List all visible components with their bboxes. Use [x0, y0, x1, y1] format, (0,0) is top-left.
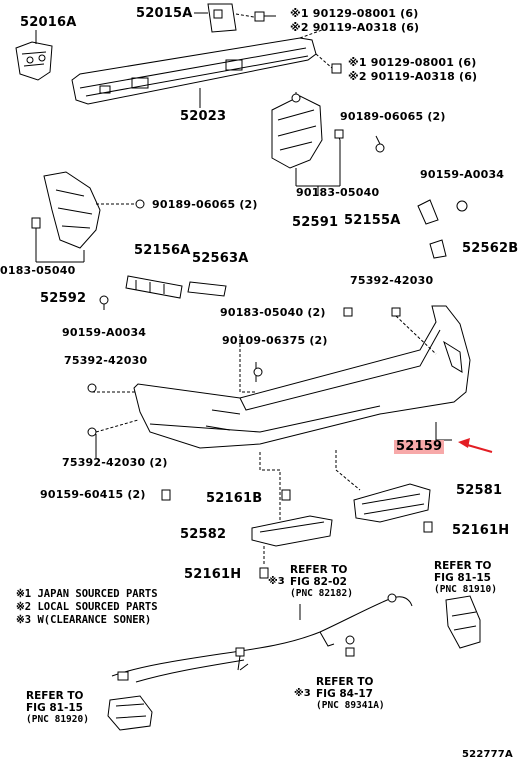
refer-to-fig-82-02: ※3 REFER TO FIG 82-02 (PNC 82182)	[268, 564, 353, 600]
label-75392-bottom: 75392-42030 (2)	[62, 456, 168, 469]
label-52591: 52591	[292, 215, 339, 230]
bracket-52592	[43, 171, 101, 249]
bracket-52016a	[15, 41, 53, 81]
label-52016a: 52016A	[20, 15, 77, 30]
label-52156a: 52156A	[134, 243, 191, 258]
refer-to-text: REFER TO	[290, 564, 348, 576]
clip-90189-right	[291, 93, 301, 103]
bolt-beam	[331, 63, 342, 74]
label-52161b: 52161B	[206, 491, 263, 506]
note-local-sourced: ※2 LOCAL SOURCED PARTS	[16, 601, 158, 613]
label-52582: 52582	[180, 527, 227, 542]
note-japan-sourced: ※1 JAPAN SOURCED PARTS	[16, 588, 158, 600]
label-90159-top: 90159-A0034	[420, 168, 505, 181]
clip-90189-left	[96, 199, 145, 209]
fig-number: FIG 81-15	[434, 572, 491, 584]
bracket-52591	[271, 95, 323, 169]
label-52563a: 52563A	[192, 251, 249, 266]
label-52161h-right: 52161H	[452, 523, 510, 538]
refer-to-text: REFER TO	[26, 690, 84, 702]
part-52155a	[417, 199, 439, 225]
label-bolt-2: ※2 90119-A0318 (6)	[290, 21, 420, 34]
label-52562b: 52562B	[462, 241, 519, 256]
label-bolt-1: ※1 90129-08001 (6)	[290, 7, 419, 20]
part-52562b	[429, 239, 447, 259]
pnc-number: (PNC 82182)	[290, 588, 353, 599]
label-90183-lower: 90183-05040 (2)	[220, 306, 326, 319]
lamp-bracket-right	[445, 595, 481, 649]
label-bolt-3: ※1 90129-08001 (6)	[348, 56, 477, 69]
label-52015a: 52015A	[136, 6, 193, 21]
label-90109: 90109-06375 (2)	[222, 334, 328, 347]
label-52161h-left: 52161H	[184, 567, 242, 582]
pnc-number: (PNC 89341A)	[316, 700, 385, 711]
w-clearance-mark: ※3	[268, 576, 285, 587]
wire-harness	[111, 593, 413, 683]
part-52156a	[125, 275, 183, 299]
label-90183-mid: 90183-05040	[296, 186, 380, 199]
fig-number: FIG 81-15	[26, 702, 83, 714]
label-bolt-4: ※2 90119-A0318 (6)	[348, 70, 478, 83]
refer-to-text: REFER TO	[316, 676, 374, 688]
refer-to-fig-81-15-left: REFER TO FIG 81-15 (PNC 81920)	[26, 690, 89, 726]
diagram-id: 522777A	[462, 749, 513, 760]
label-90189-top: 90189-06065 (2)	[340, 110, 446, 123]
label-52155a: 52155A	[344, 213, 401, 228]
note-clearance-sonar: ※3 W(CLEARANCE SONER)	[16, 614, 152, 626]
refer-to-fig-84-17: ※3 REFER TO FIG 84-17 (PNC 89341A)	[294, 676, 385, 712]
fig-number: FIG 84-17	[316, 688, 373, 700]
label-52592: 52592	[40, 291, 87, 306]
label-90159-left: 90159-A0034	[62, 326, 147, 339]
bracket-52581	[353, 483, 431, 523]
label-75392-left: 75392-42030	[64, 354, 148, 367]
bracket-52582	[251, 515, 333, 547]
highlight-arrow	[458, 438, 493, 453]
w-clearance-mark: ※3	[294, 688, 311, 699]
label-90189-mid: 90189-06065 (2)	[152, 198, 258, 211]
fig-number: FIG 82-02	[290, 576, 347, 588]
pnc-number: (PNC 81910)	[434, 584, 497, 595]
bolt-top	[254, 11, 276, 22]
refer-to-fig-81-15-right: REFER TO FIG 81-15 (PNC 81910)	[434, 560, 497, 596]
label-0183: 0183-05040	[0, 264, 76, 277]
refer-to-text: REFER TO	[434, 560, 492, 572]
label-52581: 52581	[456, 483, 503, 498]
label-52023: 52023	[180, 109, 227, 124]
bracket-52015a	[207, 3, 237, 33]
lamp-bracket-left	[107, 695, 153, 731]
label-75392-right: 75392-42030	[350, 274, 434, 287]
label-90159-bottom: 90159-60415 (2)	[40, 488, 146, 501]
pnc-number: (PNC 81920)	[26, 714, 89, 725]
reinforcement-52023	[71, 37, 317, 105]
bumper-cover-52159	[133, 305, 471, 449]
label-52159-highlighted: 52159	[394, 439, 445, 454]
part-52563a	[187, 281, 227, 297]
